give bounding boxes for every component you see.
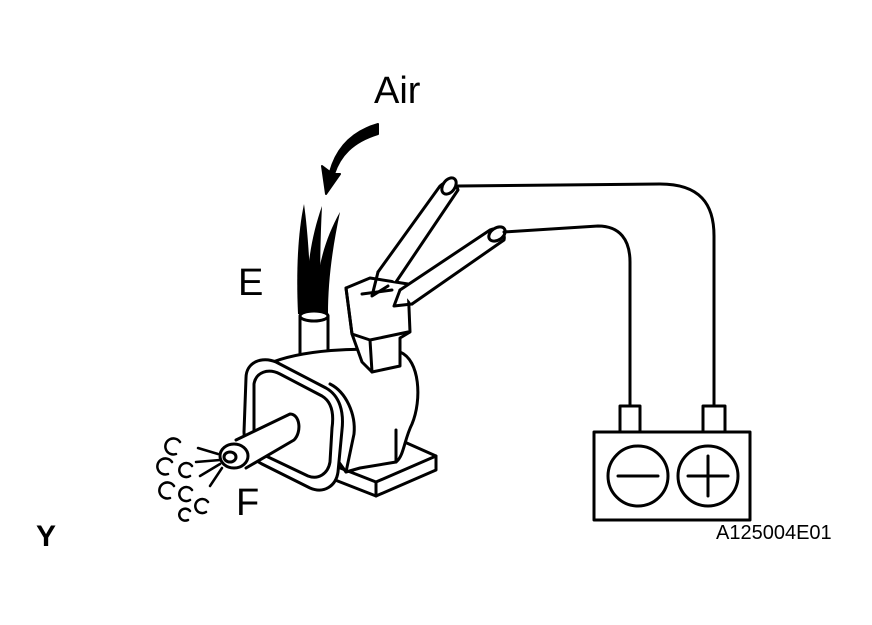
lead-wire-negative bbox=[504, 226, 630, 406]
air-inflow-strokes bbox=[297, 204, 340, 314]
lead-wire-positive bbox=[458, 184, 714, 406]
air-outflow-spray bbox=[157, 438, 222, 520]
port-f-nipple bbox=[220, 414, 299, 468]
plus-icon bbox=[678, 446, 738, 506]
test-probe-positive bbox=[372, 175, 459, 296]
port-e-label: E bbox=[238, 262, 264, 304]
view-label: Y bbox=[36, 520, 57, 553]
battery bbox=[594, 406, 750, 520]
air-label: Air bbox=[374, 70, 421, 112]
port-f-label: F bbox=[236, 482, 260, 524]
minus-icon bbox=[608, 446, 668, 506]
test-probe-negative bbox=[394, 224, 508, 306]
figure-code: A125004E01 bbox=[716, 522, 832, 544]
vsv-body bbox=[244, 278, 436, 496]
air-flow-arrow bbox=[322, 124, 378, 194]
